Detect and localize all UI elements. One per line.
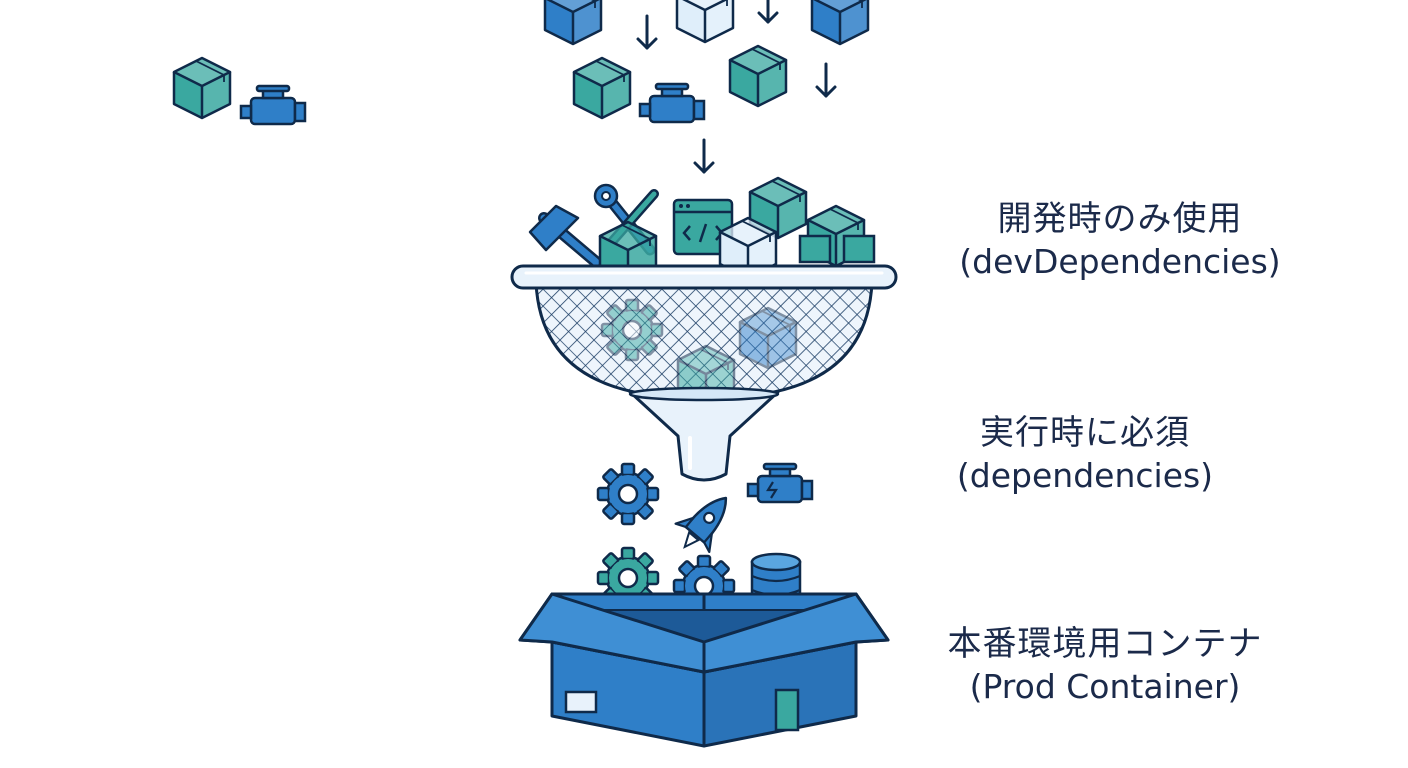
gear-icon: [596, 462, 660, 526]
package-cube-icon: [172, 56, 232, 120]
door-icon: [774, 688, 800, 732]
engine-icon: [746, 462, 814, 504]
blocks-cluster-icon: [798, 204, 876, 268]
dependencies-jp: 実行時に必須: [980, 413, 1190, 453]
dev-dependencies-label: 開発時のみ使用 (devDependencies): [930, 198, 1310, 282]
prod-container-box: [518, 592, 890, 748]
prod-container-en: (Prod Container): [969, 666, 1241, 706]
funnel-spout: [628, 386, 780, 482]
sieve-rim: [510, 264, 898, 290]
dev-dependencies-en: (devDependencies): [959, 241, 1281, 281]
falling-packages-group: [172, 0, 870, 174]
package-cube-icon: [728, 44, 788, 108]
package-cube-icon: [543, 0, 603, 46]
dev-tools-pile: [528, 176, 876, 284]
hammer-icon: [528, 204, 602, 268]
package-cube-icon: [810, 0, 870, 46]
code-window-icon: [672, 198, 734, 256]
dependencies-en: (dependencies): [956, 455, 1214, 495]
prod-container-jp: 本番環境用コンテナ: [947, 624, 1263, 664]
filter-sieve: [510, 264, 898, 408]
package-cube-icon: [675, 0, 735, 44]
package-cube-icon: [572, 56, 632, 120]
prod-container-label: 本番環境用コンテナ (Prod Container): [920, 623, 1290, 707]
down-arrow-icon: [636, 14, 658, 50]
engine-icon: [239, 84, 307, 126]
rocket-icon: [674, 496, 728, 554]
down-arrow-icon: [815, 62, 837, 98]
dependencies-label: 実行時に必須 (dependencies): [920, 412, 1250, 496]
shipping-label-icon: [564, 690, 598, 714]
down-arrow-icon: [693, 138, 715, 174]
down-arrow-icon: [757, 0, 779, 24]
engine-icon: [638, 82, 706, 124]
dev-dependencies-jp: 開発時のみ使用: [997, 199, 1243, 239]
